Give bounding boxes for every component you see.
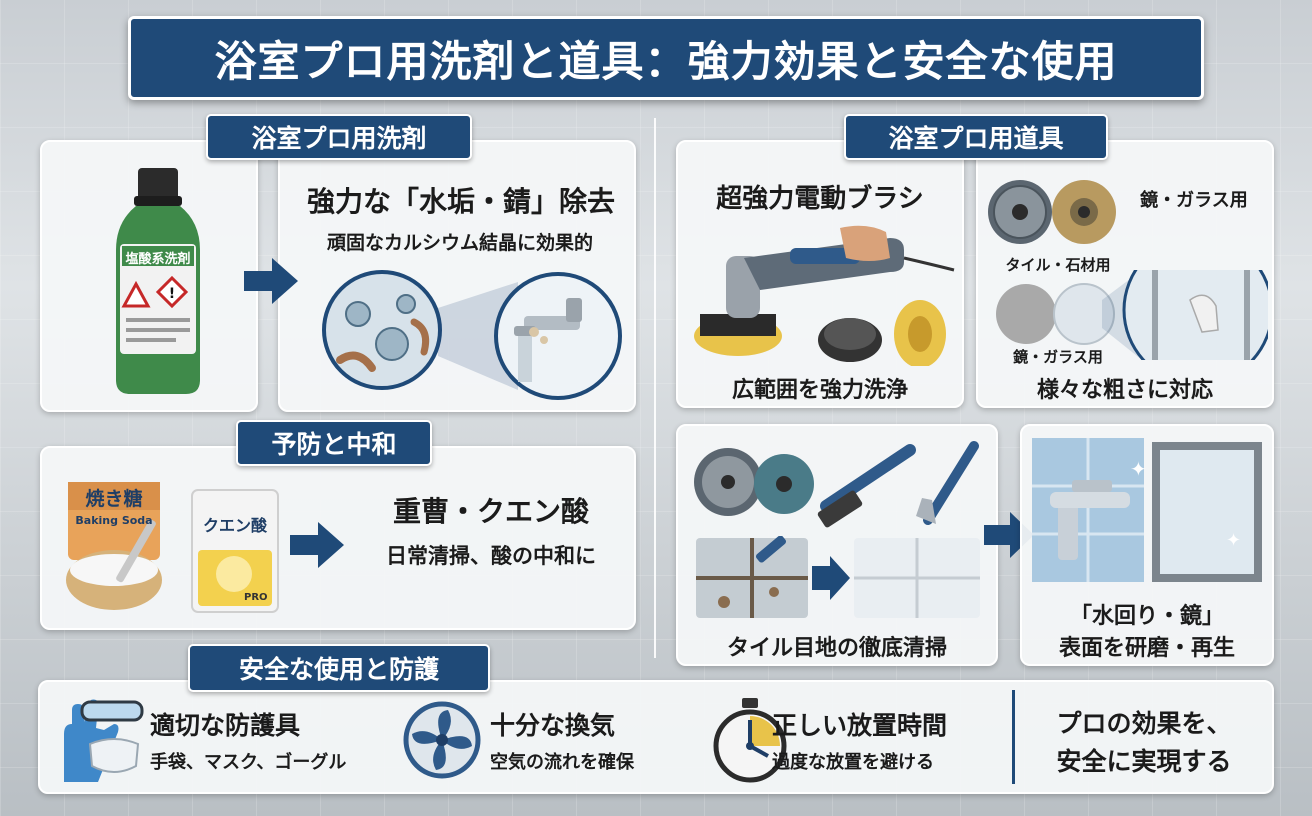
stopwatch-icon xyxy=(713,698,787,783)
grout-caption: タイル目地の徹底清掃 xyxy=(726,636,947,661)
pad-label-bottom: 鏡・ガラス用 xyxy=(1013,348,1103,366)
electric-brush-caption: 広範囲を強力洗浄 xyxy=(731,378,908,403)
safety-slogan-line2: 安全に実現する xyxy=(1056,747,1232,776)
safety-item-0-subtext: 手袋、マスク、ゴーグル xyxy=(150,752,347,773)
pad-label-mid: タイル・石材用 xyxy=(1005,256,1111,274)
result-line2: 表面を研磨・再生 xyxy=(1058,636,1235,661)
prevention-heading: 重曹・クエン酸 xyxy=(392,495,589,528)
arrow-right-icon xyxy=(244,258,298,304)
safety-divider xyxy=(1012,690,1015,784)
baking-soda-label: 焼き糖 xyxy=(85,488,143,510)
polishing-pad-icon xyxy=(988,180,1116,244)
tools-tag: 浴室プロ用道具 xyxy=(844,114,1108,160)
pad-caption: 様々な粗さに対応 xyxy=(1036,378,1213,403)
svg-text:✦: ✦ xyxy=(1226,530,1241,551)
electric-brush-heading: 超強力電動ブラシ xyxy=(716,184,924,214)
result-line1: 「水回り・鏡」 xyxy=(1069,604,1224,629)
clean-faucet-mirror-icon: ✦ ✦ xyxy=(1032,438,1262,582)
safety-slogan-line1: プロの効果を、 xyxy=(1056,709,1232,738)
prevention-tag: 予防と中和 xyxy=(236,420,432,466)
bottle-label: 塩酸系洗剤 xyxy=(125,252,191,267)
page-title: 浴室プロ用洗剤と道具：強力効果と安全な使用 xyxy=(128,16,1204,100)
glove-mask-goggle-icon xyxy=(64,699,144,782)
safety-panel xyxy=(38,680,1274,794)
baking-soda-sublabel: Baking Soda xyxy=(75,514,153,527)
safety-item-1-title: 十分な換気 xyxy=(490,711,616,740)
grout-tools-icon xyxy=(694,441,979,528)
electric-brush-icon xyxy=(694,225,955,366)
safety-item-2-subtext: 過度な放置を避ける xyxy=(772,752,934,773)
safety-tag: 安全な使用と防護 xyxy=(188,644,490,692)
citric-acid-bag-icon xyxy=(191,489,279,613)
calcium-crystal-magnify-icon xyxy=(322,270,622,400)
baking-soda-bag-icon xyxy=(66,482,162,610)
pad-label-top: 鏡・ガラス用 xyxy=(1140,190,1248,211)
detergent-tag: 浴室プロ用洗剤 xyxy=(206,114,472,160)
safety-item-1-subtext: 空気の流れを確保 xyxy=(490,752,634,773)
fan-icon xyxy=(403,701,481,779)
prevention-subtext: 日常清掃、酸の中和に xyxy=(386,544,596,568)
arrow-right-icon xyxy=(290,522,344,568)
grout-before-after-icon xyxy=(696,536,980,618)
safety-item-2-title: 正しい放置時間 xyxy=(772,711,948,740)
citric-acid-label: クエン酸 xyxy=(202,516,267,535)
svg-text:✦: ✦ xyxy=(1130,457,1147,481)
glass-pad-icon xyxy=(996,270,1268,360)
detergent-heading: 強力な「水垢・錆」除去 xyxy=(306,185,615,218)
hydrochloric-cleaner-bottle-icon: ! xyxy=(116,168,200,394)
svg-text:!: ! xyxy=(169,286,175,302)
citric-acid-badge: PRO xyxy=(244,592,268,603)
safety-item-0-title: 適切な防護具 xyxy=(150,711,301,740)
detergent-subtext: 頑固なカルシウム結晶に効果的 xyxy=(326,232,593,254)
center-divider xyxy=(654,118,656,658)
